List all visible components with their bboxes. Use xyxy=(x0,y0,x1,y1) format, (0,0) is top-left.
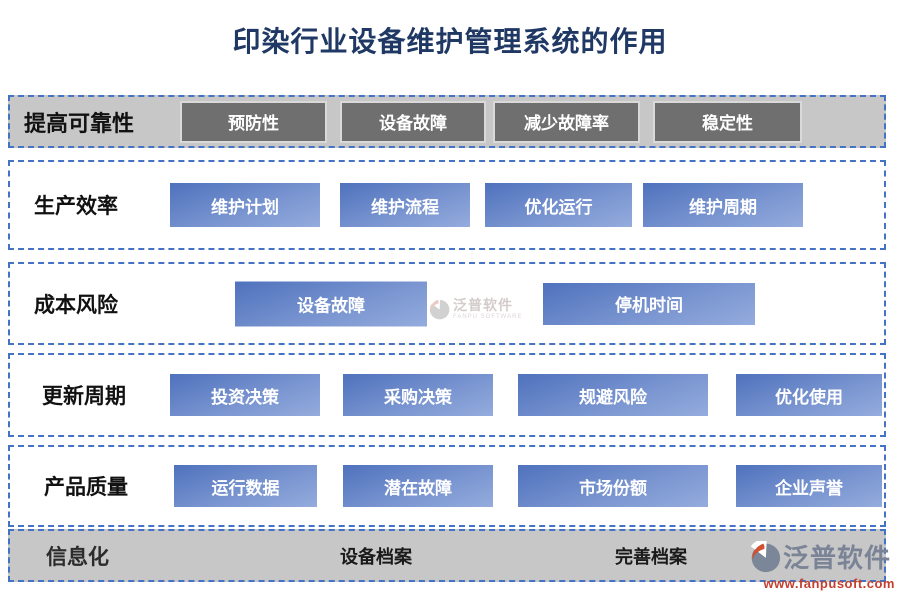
fanpu-logo-row: 泛普软件 xyxy=(749,538,895,575)
item-box: 稳定性 xyxy=(653,100,802,143)
item-box: 维护周期 xyxy=(643,183,803,227)
watermark-logo: 泛普软件 FANPU SOFTWARE xyxy=(428,298,522,320)
row-label: 提高可靠性 xyxy=(24,110,135,136)
item-box: 维护流程 xyxy=(340,183,470,227)
band-efficiency: 生产效率 维护计划 维护流程 优化运行 维护周期 xyxy=(8,160,886,250)
fanpu-logo-name: 泛普软件 xyxy=(783,543,892,573)
row-label: 成本风险 xyxy=(34,292,118,317)
item-box: 减少故障率 xyxy=(493,100,640,143)
band-informatization: 信息化 设备档案 完善档案 xyxy=(8,529,886,582)
item-box: 设备故障 xyxy=(235,281,427,326)
band-cost-risk: 成本风险 设备故障 停机时间 泛普软件 FANPU SOFTWARE xyxy=(8,262,886,345)
band-product-quality: 产品质量 运行数据 潜在故障 市场份额 企业声誉 xyxy=(8,445,886,527)
item-box: 规避风险 xyxy=(518,374,708,416)
row-label: 生产效率 xyxy=(34,194,118,218)
item-box: 采购决策 xyxy=(343,374,493,416)
watermark-name: 泛普软件 xyxy=(453,297,513,313)
item-box: 设备故障 xyxy=(340,100,486,143)
row-label: 更新周期 xyxy=(42,384,126,408)
item-box: 企业声誉 xyxy=(736,465,882,507)
row-label: 信息化 xyxy=(46,544,109,569)
watermark-text: 泛普软件 FANPU SOFTWARE xyxy=(453,298,522,320)
band-renewal-cycle: 更新周期 投资决策 采购决策 规避风险 优化使用 xyxy=(8,353,886,437)
fanpu-logo-icon xyxy=(429,298,450,320)
row-label: 产品质量 xyxy=(44,475,128,499)
item-box: 优化使用 xyxy=(736,374,882,416)
fanpu-logo-url: www.fanpusoft.com xyxy=(763,576,895,591)
item-box: 优化运行 xyxy=(485,183,632,227)
fanpu-logo: 泛普软件 www.fanpusoft.com xyxy=(749,538,895,591)
page-title: 印染行业设备维护管理系统的作用 xyxy=(232,27,668,58)
item-text: 完善档案 xyxy=(615,546,687,567)
fanpu-logo-icon xyxy=(750,540,781,572)
item-box: 运行数据 xyxy=(174,465,317,507)
band-reliability: 提高可靠性 预防性 设备故障 减少故障率 稳定性 xyxy=(8,95,886,148)
item-box: 停机时间 xyxy=(543,282,755,325)
item-text: 设备档案 xyxy=(340,546,412,567)
item-box: 市场份额 xyxy=(518,465,708,507)
item-box: 预防性 xyxy=(180,100,327,143)
item-box: 维护计划 xyxy=(170,183,320,227)
watermark-subtext: FANPU SOFTWARE xyxy=(453,314,523,320)
item-box: 投资决策 xyxy=(170,374,320,416)
item-box: 潜在故障 xyxy=(343,465,493,507)
